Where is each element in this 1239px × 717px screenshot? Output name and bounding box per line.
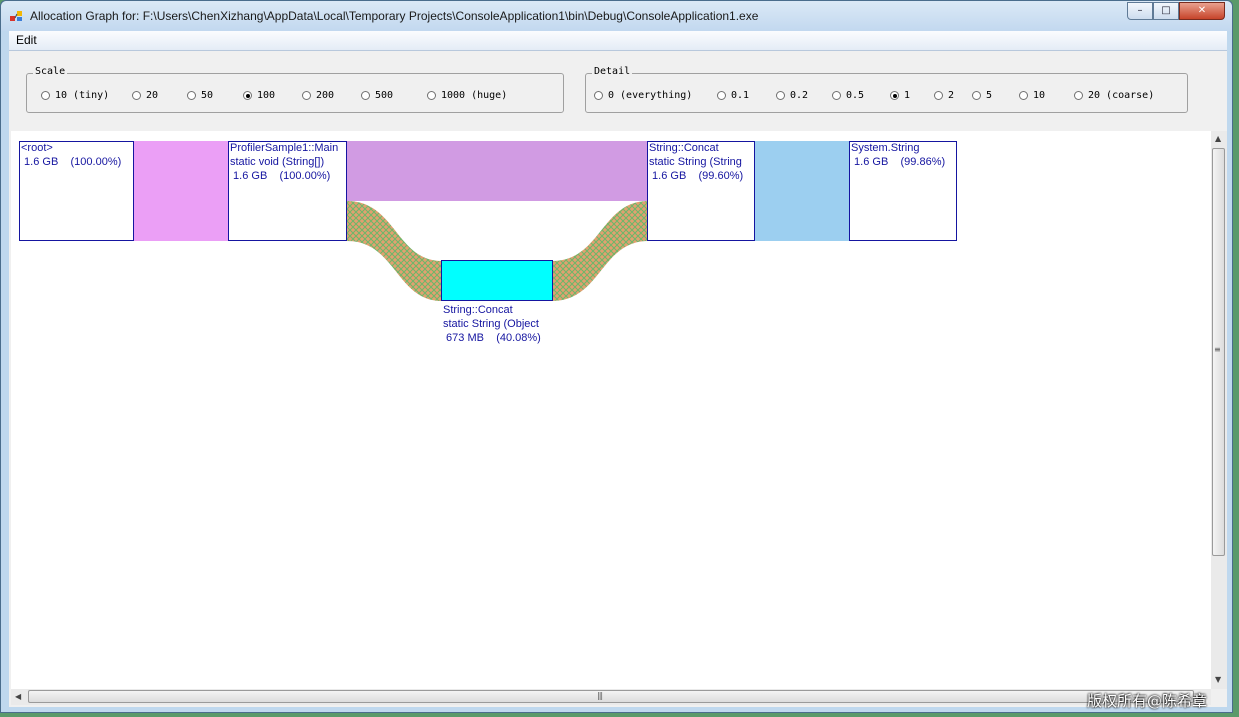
- radio-dot-icon: [41, 91, 50, 100]
- scale-option-20[interactable]: 20: [132, 90, 158, 101]
- grip-icon: |||: [597, 691, 603, 700]
- node-string-concat-object[interactable]: [441, 260, 553, 301]
- radio-dot-icon: [361, 91, 370, 100]
- edge-concat-object-to-concat-string: [552, 201, 648, 301]
- node-profilersample-main[interactable]: [228, 141, 347, 241]
- detail-group-title: Detail: [592, 66, 633, 77]
- grip-icon: ≡: [1214, 345, 1221, 354]
- menu-edit[interactable]: Edit: [16, 33, 37, 47]
- window-title: Allocation Graph for: F:\Users\ChenXizha…: [30, 9, 759, 23]
- detail-option-0-1[interactable]: 0.1: [717, 90, 749, 101]
- node-root[interactable]: [19, 141, 134, 241]
- detail-option-0[interactable]: 0 (everything): [594, 90, 692, 101]
- horizontal-scroll-thumb[interactable]: [28, 690, 1194, 703]
- radio-dot-icon: [187, 91, 196, 100]
- radio-dot-icon: [1074, 91, 1083, 100]
- node-string-concat-string-label: String::Concat static String (String 1.6…: [649, 142, 744, 182]
- detail-option-20[interactable]: 20 (coarse): [1074, 90, 1154, 101]
- radio-dot-icon: [427, 91, 436, 100]
- scale-group: Scale 10 (tiny) 20 50 100 200 500 1000 (…: [26, 66, 564, 113]
- scale-option-500[interactable]: 500: [361, 90, 393, 101]
- radio-dot-icon: [1019, 91, 1028, 100]
- radio-dot-icon: [302, 91, 311, 100]
- radio-dot-selected-icon: [890, 91, 899, 100]
- node-system-string[interactable]: [849, 141, 957, 241]
- radio-dot-icon: [972, 91, 981, 100]
- radio-dot-selected-icon: [243, 91, 252, 100]
- scale-option-10[interactable]: 10 (tiny): [41, 90, 109, 101]
- radio-dot-icon: [776, 91, 785, 100]
- detail-option-0-2[interactable]: 0.2: [776, 90, 808, 101]
- vertical-scrollbar[interactable]: ▲ ≡ ▼: [1211, 131, 1227, 689]
- edge-main-to-concat-string: [347, 141, 648, 201]
- graph-edges: [134, 141, 850, 301]
- radio-dot-icon: [934, 91, 943, 100]
- edge-main-to-concat-object: [347, 201, 442, 301]
- node-profilersample-main-label: ProfilerSample1::Main static void (Strin…: [230, 142, 339, 182]
- edge-root-to-main: [134, 141, 229, 241]
- horizontal-scrollbar[interactable]: ◀ ||| ▶: [11, 689, 1211, 705]
- detail-option-5[interactable]: 5: [972, 90, 992, 101]
- detail-option-2[interactable]: 2: [934, 90, 954, 101]
- node-root-label: <root> 1.6 GB (100.00%): [21, 142, 122, 168]
- vertical-scroll-thumb[interactable]: [1212, 148, 1225, 556]
- title-bar[interactable]: Allocation Graph for: F:\Users\ChenXizha…: [1, 1, 1232, 31]
- radio-dot-icon: [717, 91, 726, 100]
- radio-dot-icon: [832, 91, 841, 100]
- graph-canvas[interactable]: <root> 1.6 GB (100.00%) ProfilerSample1:…: [11, 131, 1211, 689]
- scroll-down-icon[interactable]: ▼: [1215, 675, 1222, 684]
- maximize-button[interactable]: □: [1153, 2, 1179, 20]
- watermark: 版权所有@陈希章: [1087, 692, 1208, 710]
- scroll-right-icon[interactable]: ▶: [1198, 692, 1205, 701]
- main-content: Scale 10 (tiny) 20 50 100 200 500 1000 (…: [9, 51, 1227, 707]
- app-icon: [10, 11, 22, 21]
- node-system-string-label: System.String 1.6 GB (99.86%): [851, 142, 946, 168]
- minimize-button[interactable]: –: [1127, 2, 1153, 20]
- detail-option-10[interactable]: 10: [1019, 90, 1045, 101]
- detail-option-1[interactable]: 1: [890, 90, 910, 101]
- detail-group: Detail 0 (everything) 0.1 0.2 0.5 1 2 5 …: [585, 66, 1188, 113]
- scroll-up-icon[interactable]: ▲: [1215, 134, 1222, 143]
- scale-option-100[interactable]: 100: [243, 90, 275, 101]
- detail-option-0-5[interactable]: 0.5: [832, 90, 864, 101]
- edge-concat-to-system-string: [755, 141, 850, 241]
- radio-dot-icon: [594, 91, 603, 100]
- menu-bar: Edit: [9, 31, 1227, 51]
- scale-group-title: Scale: [33, 66, 68, 77]
- scale-option-1000[interactable]: 1000 (huge): [427, 90, 507, 101]
- node-string-concat-string[interactable]: [647, 141, 755, 241]
- scale-option-200[interactable]: 200: [302, 90, 334, 101]
- radio-dot-icon: [132, 91, 141, 100]
- scale-option-50[interactable]: 50: [187, 90, 213, 101]
- node-string-concat-object-label: String::Concat static String (Object 673…: [443, 304, 541, 344]
- scroll-left-icon[interactable]: ◀: [15, 692, 22, 701]
- close-button[interactable]: ✕: [1179, 2, 1225, 20]
